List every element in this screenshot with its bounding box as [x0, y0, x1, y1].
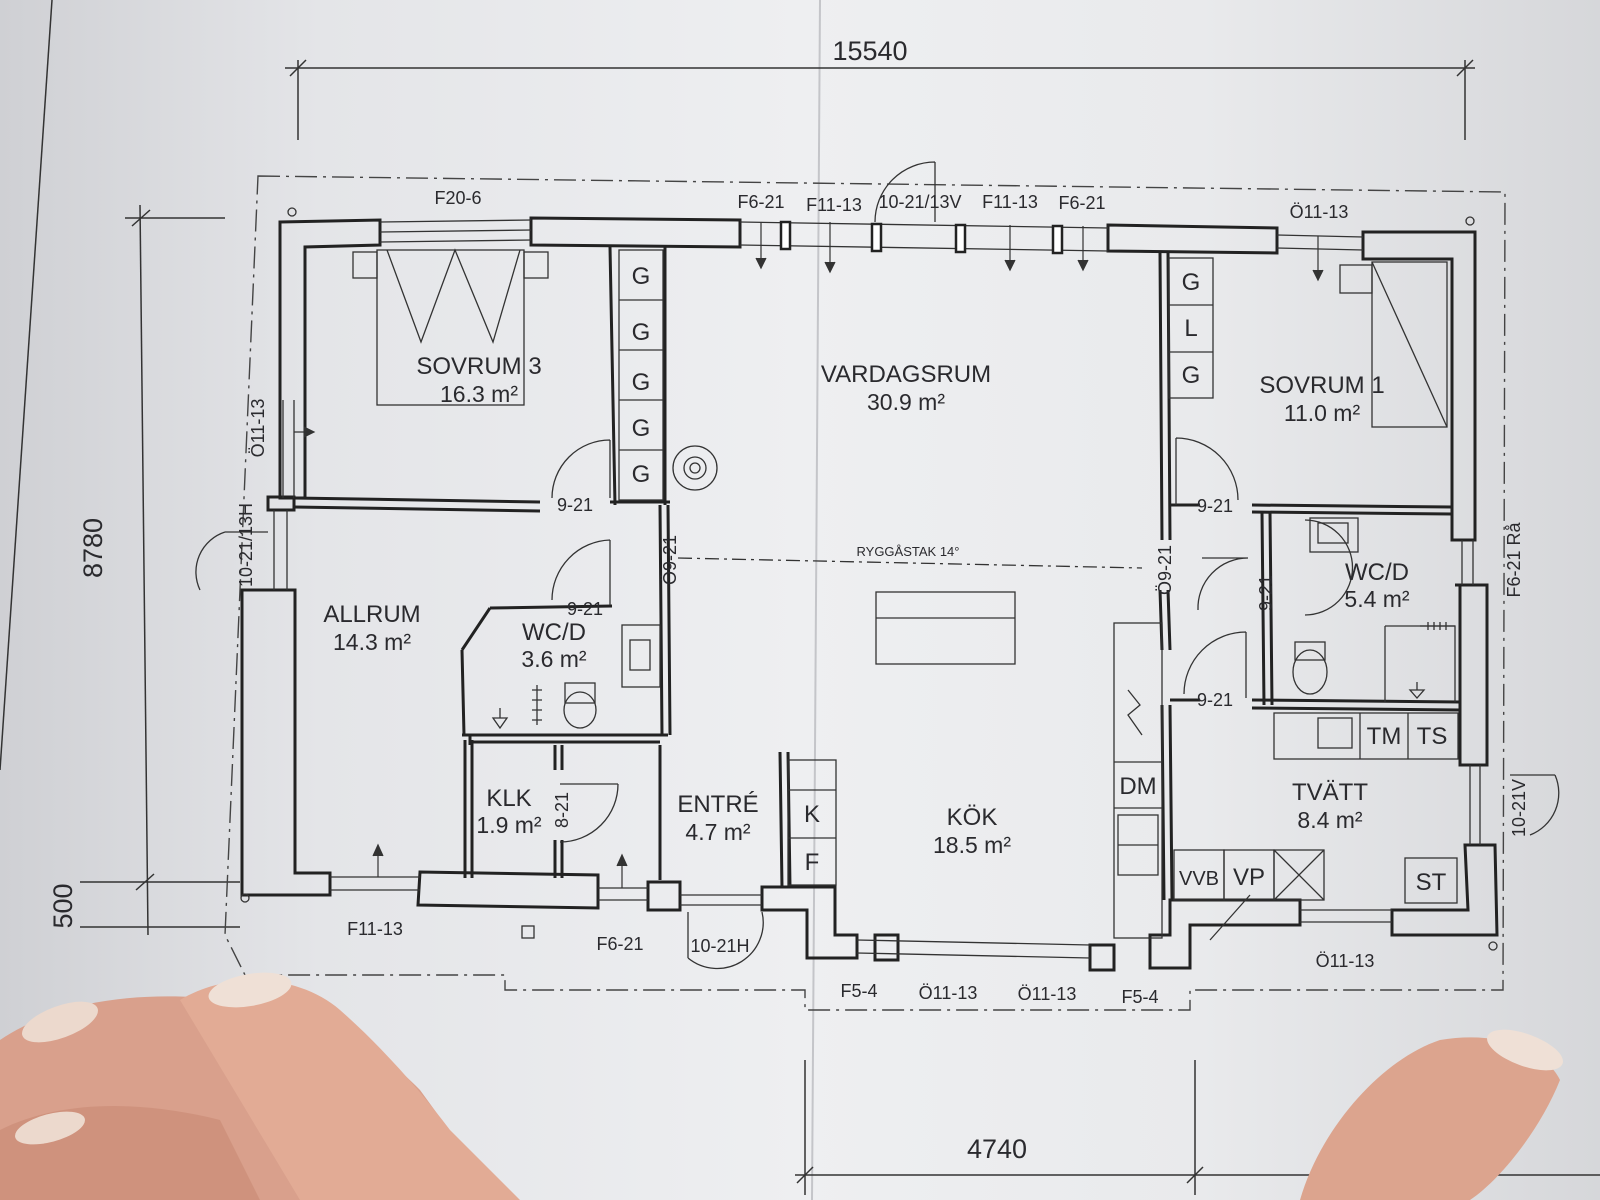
- bed-sovrum3: [352, 248, 549, 406]
- window-label-left-door: 10-21/13H: [236, 503, 256, 587]
- dimension-depth-label: 8780: [78, 518, 108, 578]
- room-kok-name: KÖK: [947, 804, 998, 831]
- interior-walls: [293, 246, 1461, 901]
- window-label-bottom-f5-right: F5-4: [1121, 987, 1158, 1007]
- door-label-sovrum3: 9-21: [557, 495, 593, 515]
- fixture-vvb: VVB: [1179, 868, 1219, 890]
- wardrobe-left-2: G: [632, 319, 651, 346]
- door-label-wcd-small: 9-21: [567, 599, 603, 619]
- room-wcd-small-name: WC/D: [522, 619, 586, 646]
- fixture-vp: VP: [1233, 864, 1265, 891]
- window-label-left-o11: Ö11-13: [248, 399, 268, 458]
- window-label-top-f11-right: F11-13: [982, 192, 1038, 212]
- wardrobe-right: [1168, 257, 1214, 399]
- door-label-wcd-large: 9-21: [1256, 575, 1276, 611]
- window-label-bottom-f5-left: F5-4: [840, 981, 877, 1001]
- room-tvatt-area: 8.4 m²: [1297, 807, 1363, 833]
- fixture-ts: TS: [1417, 723, 1448, 750]
- window-label-bottom-o11-right: Ö11-13: [1316, 951, 1375, 971]
- wardrobe-left: [618, 249, 664, 501]
- room-sovrum3-area: 16.3 m²: [440, 381, 518, 407]
- room-allrum-name: ALLRUM: [323, 601, 420, 628]
- window-label-top-door: 10-21/13V: [878, 192, 961, 212]
- room-vardagsrum-name: VARDAGSRUM: [821, 361, 991, 388]
- window-frames: [273, 219, 1481, 959]
- wardrobe-right-3: G: [1182, 362, 1201, 389]
- fixture-dm: DM: [1119, 773, 1156, 800]
- room-sovrum1-area: 11.0 m²: [1284, 400, 1361, 426]
- dimension-width-label: 15540: [832, 36, 907, 66]
- roof-outline: [224, 175, 1506, 1011]
- room-entre-area: 4.7 m²: [685, 819, 751, 845]
- room-wcd-large-area: 5.4 m²: [1344, 586, 1410, 612]
- wardrobe-left-4: G: [632, 415, 651, 442]
- door-label-sovrum1: 9-21: [1197, 496, 1233, 516]
- exterior-walls: [240, 216, 1499, 972]
- room-wcd-large-name: WC/D: [1345, 559, 1409, 586]
- window-label-top-f6-right: F6-21: [1058, 193, 1105, 213]
- room-sovrum3-name: SOVRUM 3: [416, 353, 541, 380]
- fingers: [0, 972, 1563, 1200]
- window-label-right-f6: F6-21 Rå: [1504, 522, 1524, 598]
- room-entre-name: ENTRÉ: [677, 791, 758, 818]
- room-wcd-small-area: 3.6 m²: [521, 646, 587, 672]
- window-label-bottom-o11-b: Ö11-13: [1018, 984, 1077, 1004]
- window-label-top-o11: Ö11-13: [1290, 202, 1349, 222]
- door-label-klk: 8-21: [552, 792, 572, 828]
- fold-line: [811, 0, 821, 1200]
- window-label-bottom-o11-a: Ö11-13: [919, 983, 978, 1003]
- fixture-k: K: [804, 801, 820, 828]
- fireplace: [672, 445, 718, 491]
- window-label-bottom-f6: F6-21: [596, 934, 643, 954]
- door-label-hall-left: Ö9-21: [660, 535, 680, 585]
- fixture-st: ST: [1416, 869, 1447, 896]
- door-swings: [195, 161, 1560, 970]
- room-tvatt-name: TVÄTT: [1292, 779, 1368, 806]
- window-label-top-f6-left: F6-21: [737, 192, 784, 212]
- door-label-tvatt: 9-21: [1197, 690, 1233, 710]
- wardrobe-left-3: G: [632, 369, 651, 396]
- kitchen-island: [875, 591, 1016, 665]
- fixture-f: F: [805, 849, 820, 876]
- dimension-depth: [80, 204, 240, 936]
- bed-sovrum1: [1339, 261, 1448, 428]
- wardrobe-left-5: G: [632, 461, 651, 488]
- margin-line: [0, 0, 53, 771]
- window-label-top-f11-left: F11-13: [806, 195, 862, 215]
- room-vardagsrum-area: 30.9 m²: [867, 389, 945, 415]
- wardrobe-right-1: G: [1182, 269, 1201, 296]
- room-klk-area: 1.9 m²: [476, 812, 542, 838]
- ridge-line: [677, 557, 1143, 569]
- fixture-tm: TM: [1367, 723, 1402, 750]
- room-klk-name: KLK: [486, 785, 531, 812]
- wc-large-fixtures: [1292, 517, 1456, 702]
- window-label-bottom-door: 10-21H: [690, 936, 749, 956]
- window-mullions: [779, 220, 1064, 255]
- dimension-width: [285, 59, 1475, 140]
- dimension-porch-label: 500: [48, 883, 78, 928]
- kitchen-counter: [1113, 622, 1163, 939]
- laundry-fixtures: [1173, 712, 1459, 904]
- room-kok-area: 18.5 m²: [933, 832, 1011, 858]
- roof-note: RYGGÅSTAK 14°: [857, 544, 960, 559]
- window-label-right-door: 10-21V: [1509, 779, 1529, 837]
- wardrobe-left-1: G: [632, 263, 651, 290]
- window-arrows: [294, 222, 1324, 888]
- corner-marks: [240, 207, 1498, 951]
- kf-units: [787, 759, 837, 886]
- wc-small-fixtures: [491, 624, 661, 730]
- room-allrum-area: 14.3 m²: [333, 629, 411, 655]
- window-label-bottom-f11: F11-13: [347, 919, 403, 939]
- door-label-hall-right: Ö9-21: [1155, 545, 1175, 595]
- window-label-f20: F20-6: [434, 188, 481, 208]
- wardrobe-right-2: L: [1184, 315, 1197, 342]
- room-sovrum1-name: SOVRUM 1: [1259, 372, 1384, 399]
- dimension-bottom-label: 4740: [967, 1134, 1027, 1164]
